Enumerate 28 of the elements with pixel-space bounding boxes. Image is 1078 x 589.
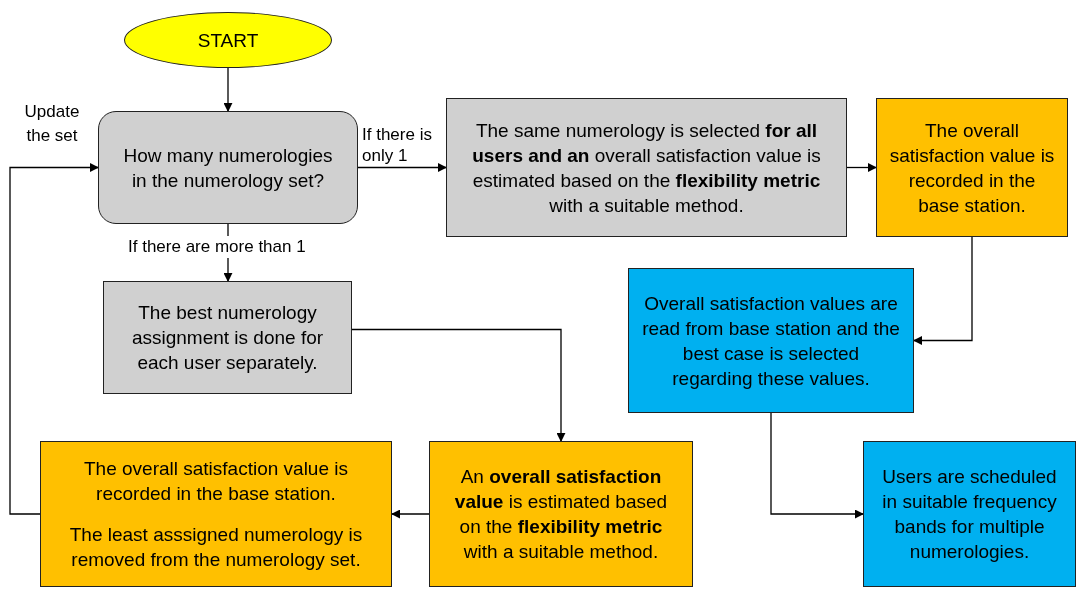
arrow bbox=[770, 412, 864, 519]
node-text: The overall satisfaction value is recorded in the base station. bbox=[83, 457, 349, 506]
arrow bbox=[846, 163, 877, 172]
node-text: An overall satisfaction value is estimated based on the flexibility metric with a suitable method. bbox=[453, 465, 669, 564]
node-text: The best numerology assignment is done for each user separately. bbox=[130, 301, 325, 375]
node-text: How many numerologies in the numerology set? bbox=[123, 143, 333, 193]
node-text: Overall satisfaction values are read from base station and the best case is selected regarding these values. bbox=[641, 291, 901, 391]
arrow bbox=[351, 328, 566, 442]
edge-label: If there is only 1 bbox=[362, 124, 433, 166]
node-text: The same numerology is selected for all users and an overall satisfaction value is estimated based on the flexibility metric with a suitable method. bbox=[471, 118, 822, 218]
process-box bbox=[429, 441, 693, 587]
arrow bbox=[391, 509, 430, 519]
edge-label: Update the set bbox=[23, 101, 81, 147]
arrow bbox=[357, 163, 447, 172]
node-text: Users are scheduled in suitable frequency bands for multiple numerologies. bbox=[881, 465, 1058, 564]
node-text: The overall satisfaction value is recorded in the base station. bbox=[889, 118, 1055, 218]
process-box bbox=[446, 98, 847, 237]
decision-box bbox=[98, 111, 358, 224]
process-box bbox=[103, 281, 352, 394]
arrow bbox=[913, 236, 973, 345]
node-text: START bbox=[197, 28, 259, 53]
process-box bbox=[628, 268, 914, 413]
process-box bbox=[876, 98, 1068, 237]
process-box bbox=[40, 441, 392, 587]
process-box bbox=[863, 441, 1076, 587]
arrow bbox=[223, 67, 233, 112]
arrow bbox=[9, 163, 99, 515]
node-text: The least asssigned numerology is removed from the numerology set. bbox=[68, 523, 364, 572]
